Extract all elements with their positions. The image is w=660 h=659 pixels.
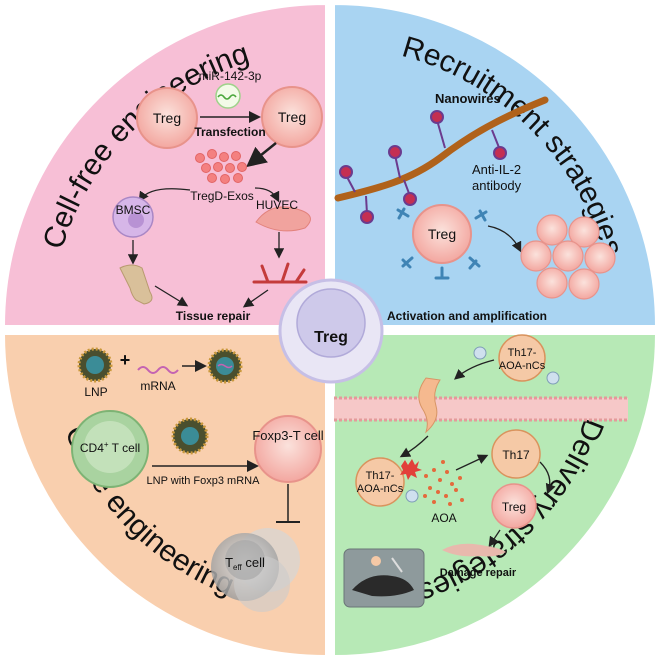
- lnp-foxp3-label: LNP with Foxp3 mRNA: [147, 475, 261, 487]
- mirna-strand-icon: [217, 94, 237, 100]
- th17-cell: [491, 429, 541, 479]
- center-treg-label: Treg: [314, 329, 348, 346]
- huvec-label: HUVEC: [256, 198, 298, 212]
- arrow-bone-repair: [154, 285, 189, 307]
- burst-icon: [400, 459, 422, 480]
- nanocarrier-icon-3: [405, 489, 419, 503]
- mirna-label: miR-142-3p: [199, 69, 262, 83]
- nanocarrier-icon-2: [546, 371, 560, 385]
- recruited-treg-cell: [412, 204, 472, 264]
- mrna-icon: [137, 366, 179, 374]
- gene-panel: LNP + mRNA CD4+ T cell LNP with Foxp3 mR…: [71, 347, 324, 612]
- th17-nc-low-line1: Th17-: [366, 470, 395, 482]
- treg-to-repair-arrow: [488, 529, 501, 548]
- loaded-lnp-icon: [207, 348, 243, 384]
- mirna-icon: [215, 83, 241, 109]
- foxp3-lnp-icon: [171, 417, 209, 455]
- plus-sign: +: [120, 350, 131, 370]
- arrow-vessel-repair: [242, 289, 269, 308]
- cell-free-panel: Treg Treg miR-142-3p Transfection TregD-…: [112, 69, 323, 323]
- amplification-arrow: [487, 225, 522, 253]
- exosome-cluster-icon: [195, 149, 247, 184]
- cell-membrane-icon: [334, 396, 628, 422]
- treg-right-label: Treg: [278, 109, 306, 125]
- antibody-label-line1: Anti-IL-2: [472, 162, 521, 177]
- delivery-panel: Th17- AOA-nCs Th17- AOA-nCs AOA Th17 Tre…: [334, 334, 628, 608]
- nanowire-icon: [334, 96, 549, 202]
- damage-repair-label: Damage repair: [440, 567, 517, 579]
- bone-icon: [119, 264, 153, 305]
- uptake-arrow: [454, 359, 495, 380]
- mouse-silhouette-icon: [442, 543, 506, 557]
- th17-nc-top-line1: Th17-: [508, 347, 537, 359]
- antibody-label-line2: antibody: [472, 178, 522, 193]
- transfection-label: Transfection: [194, 125, 265, 139]
- cd4-nucleus: [84, 421, 136, 473]
- th17-nc-low-line2: AOA-nCs: [357, 483, 404, 495]
- arrow-to-huvec: [254, 187, 280, 203]
- amplified-cells-icon: [520, 214, 616, 300]
- th17-label: Th17: [502, 448, 530, 462]
- recruited-treg-label: Treg: [428, 226, 456, 242]
- center-treg-nucleus: [296, 288, 366, 358]
- cd4-label: CD4+ T cell: [80, 440, 140, 455]
- foxp3-t-cell: [254, 415, 322, 483]
- syringe-icon: [391, 557, 403, 573]
- bmsc-label: BMSC: [116, 203, 151, 217]
- aoa-to-th17-arrow: [455, 454, 489, 471]
- recruitment-panel: Nanowires Anti-IL-2 antibody Treg Activa: [334, 91, 616, 323]
- receptor-icons: [396, 207, 488, 280]
- teff-cells-icon: [211, 528, 300, 612]
- exosome-arrow: [246, 142, 277, 168]
- injected-nc-icon: [371, 556, 381, 566]
- treg-left-label: Treg: [153, 110, 181, 126]
- nanowires-label: Nanowires: [435, 91, 501, 106]
- blood-vessel-icon: [252, 262, 308, 284]
- foxp3-cell-label: Foxp3-T cell: [252, 428, 323, 443]
- th17-nc-top: [498, 334, 546, 382]
- treg-cell-left: [136, 87, 198, 149]
- activation-label: Activation and amplification: [387, 309, 547, 323]
- endocytosis-icon: [418, 377, 441, 434]
- teff-label: Teff cell: [225, 555, 265, 572]
- lnp-icon: [77, 347, 113, 383]
- bmsc-nucleus: [128, 212, 144, 228]
- th17-nc-top-line2: AOA-nCs: [499, 360, 546, 372]
- huvec-cell: [255, 206, 311, 232]
- antibody-icons: [339, 110, 507, 224]
- release-arrow: [399, 435, 429, 458]
- th17-nc-low: [355, 457, 405, 507]
- nanocarrier-icon: [473, 346, 487, 360]
- arrow-to-bmsc: [138, 188, 191, 203]
- treg-cell-right: [261, 86, 323, 148]
- aoa-particles-icon: [423, 460, 464, 506]
- exos-label: TregD-Exos: [190, 189, 254, 203]
- tissue-repair-label: Tissue repair: [176, 309, 251, 323]
- th17-to-treg-arrow: [539, 461, 556, 495]
- mouse-icon: [352, 575, 414, 597]
- aoa-label: AOA: [431, 511, 456, 525]
- delivery-treg-label: Treg: [502, 500, 526, 514]
- quadrant-cell-free: [2, 2, 327, 327]
- mrna-label: mRNA: [140, 379, 175, 393]
- delivery-treg-cell: [491, 483, 537, 529]
- lnp-label: LNP: [84, 385, 107, 399]
